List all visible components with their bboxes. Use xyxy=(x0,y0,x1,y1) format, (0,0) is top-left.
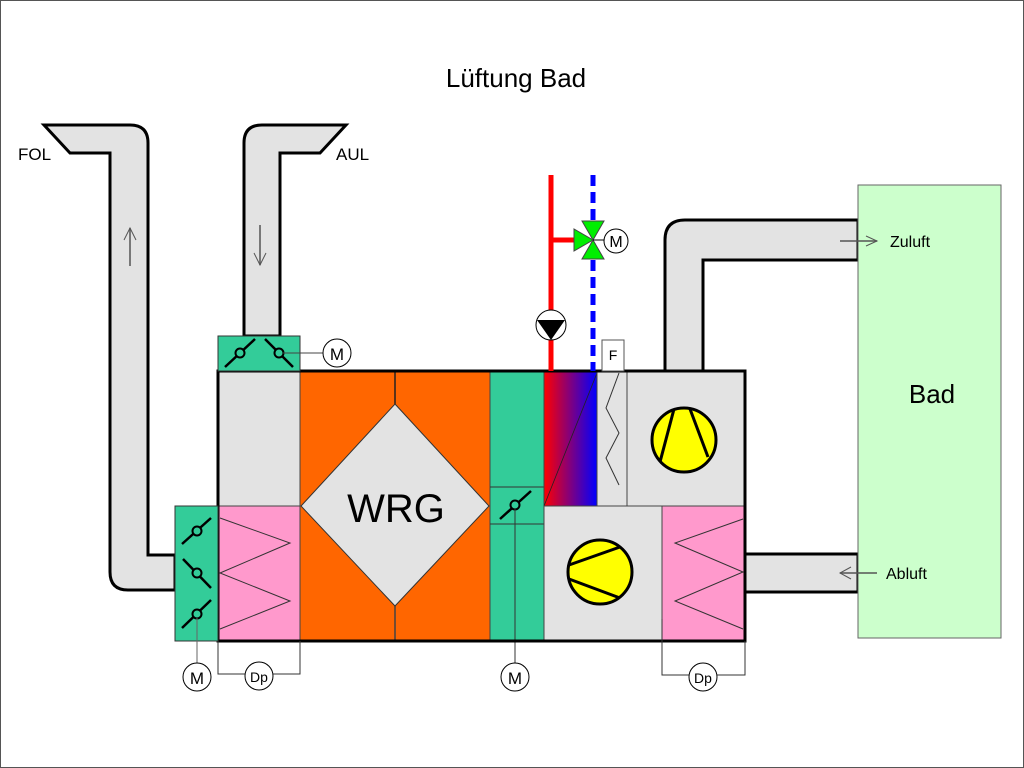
fol-duct xyxy=(40,123,177,592)
heat-recovery-wrg[interactable] xyxy=(299,370,491,642)
zuluft-label: Zuluft xyxy=(890,234,931,251)
bypass-damper[interactable] xyxy=(489,370,545,642)
motor-symbol: M xyxy=(508,669,522,688)
fol-label: FOL xyxy=(18,145,51,164)
frost-sensor[interactable]: F xyxy=(601,339,625,372)
exhaust-fan[interactable] xyxy=(543,505,663,642)
pressure-diff-symbol: Dp xyxy=(250,669,268,685)
supply-fan[interactable] xyxy=(626,370,746,507)
motor-actuator-valve[interactable]: M xyxy=(603,228,629,254)
intake-chamber xyxy=(217,370,301,507)
aul-label: AUL xyxy=(336,145,369,164)
wrg-label: WRG xyxy=(347,487,445,531)
room-bad[interactable] xyxy=(857,184,1002,639)
heating-coil[interactable] xyxy=(543,370,598,507)
zuluft-duct xyxy=(663,218,860,373)
abluft-label: Abluft xyxy=(886,566,927,583)
motor-symbol: M xyxy=(190,669,204,688)
three-way-valve-icon[interactable] xyxy=(573,220,605,260)
page-title: Lüftung Bad xyxy=(446,63,586,93)
pump-icon[interactable] xyxy=(535,309,567,341)
exhaust-filter[interactable] xyxy=(217,505,301,642)
frost-sensor-label: F xyxy=(609,347,618,363)
aul-duct xyxy=(242,123,350,338)
room-label: Bad xyxy=(909,379,955,409)
motor-actuator-bypass[interactable]: M xyxy=(500,662,530,692)
motor-actuator-outdoor-damper[interactable]: M xyxy=(322,338,352,368)
supply-filter[interactable] xyxy=(596,370,628,507)
return-filter[interactable] xyxy=(661,505,746,642)
pressure-diff-symbol: Dp xyxy=(694,670,712,686)
pressure-diff-sensor-left[interactable]: Dp xyxy=(244,661,274,691)
motor-actuator-exhaust-damper[interactable]: M xyxy=(182,662,212,692)
motor-symbol: M xyxy=(609,234,622,251)
motor-symbol: M xyxy=(330,345,344,364)
pressure-diff-sensor-right[interactable]: Dp xyxy=(688,662,718,692)
